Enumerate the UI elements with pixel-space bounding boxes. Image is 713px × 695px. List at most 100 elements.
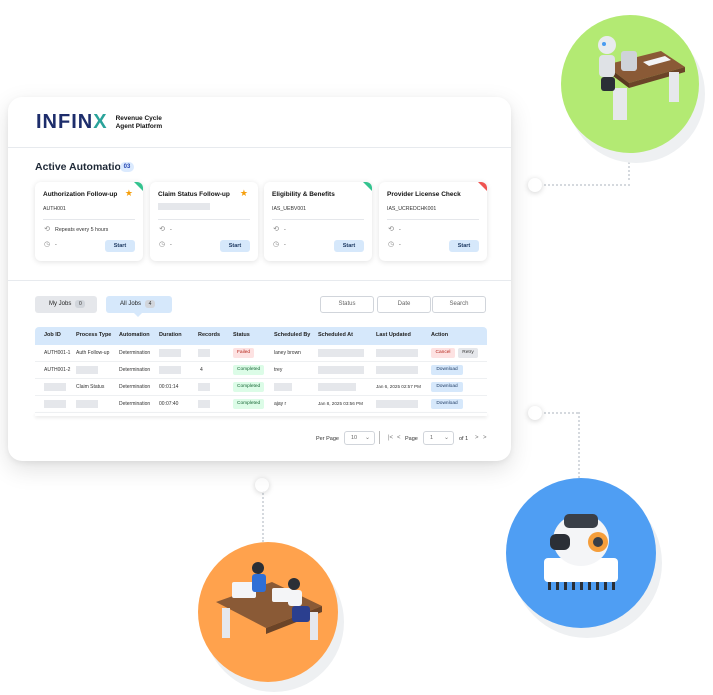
- col-duration: Duration: [159, 332, 182, 338]
- cell-job-id: AUTH001-2: [44, 367, 71, 373]
- connector-bottom: [262, 490, 264, 542]
- clock-icon: ◷: [43, 241, 51, 248]
- prev-page-icon[interactable]: <: [397, 435, 401, 441]
- card-time: ◷-: [43, 241, 57, 248]
- col-job-id: Job ID: [44, 332, 61, 338]
- cell-process: Claim Status: [76, 384, 105, 390]
- cell-duration: 00:01:14: [159, 384, 179, 390]
- date-filter[interactable]: Date: [377, 296, 431, 313]
- col-automation: Automation: [119, 332, 150, 338]
- cell-placeholder: [376, 400, 418, 408]
- cell-placeholder: [159, 366, 181, 374]
- automation-count-badge: 03: [120, 162, 134, 172]
- col-process-type: Process Type: [76, 332, 112, 338]
- last-page-icon[interactable]: >: [483, 435, 487, 441]
- cell-placeholder: [44, 400, 66, 408]
- connector-mid-h: [540, 412, 578, 414]
- card-id: IAS_UEBV001: [272, 206, 307, 212]
- per-page-select[interactable]: 10⌄: [344, 431, 375, 445]
- cell-placeholder: [44, 383, 66, 391]
- tab-count: 4: [145, 300, 156, 308]
- first-page-icon[interactable]: |<: [388, 435, 394, 441]
- team-desk-illustration: [198, 542, 338, 682]
- download-button[interactable]: Download: [431, 365, 463, 375]
- card-schedule: ⟲-: [388, 226, 401, 233]
- page-select[interactable]: 1⌄: [423, 431, 454, 445]
- start-button[interactable]: Start: [334, 240, 364, 252]
- section-divider: [8, 280, 511, 281]
- card-schedule: ⟲Repeats every 5 hours: [44, 226, 109, 233]
- automation-card-claim[interactable]: ★ Claim Status Follow-up ⟲- ◷- Start: [150, 182, 258, 261]
- search-input[interactable]: Search: [432, 296, 486, 313]
- cell-placeholder: [159, 349, 181, 357]
- col-action: Action: [431, 332, 449, 338]
- card-title: Claim Status Follow-up: [158, 191, 230, 198]
- cell-automation: Determination: [119, 350, 151, 356]
- status-corner: [478, 182, 487, 191]
- repeat-icon: ⟲: [159, 226, 165, 233]
- cell-placeholder: [198, 383, 210, 391]
- repeat-icon: ⟲: [44, 226, 50, 233]
- card-title: Eligibility & Benefits: [272, 191, 335, 198]
- status-corner: [363, 182, 372, 191]
- card-schedule: ⟲-: [159, 226, 172, 233]
- automation-card-auth[interactable]: ★ Authorization Follow-up AUTH001 ⟲Repea…: [35, 182, 143, 261]
- retry-button[interactable]: Retry: [458, 348, 478, 358]
- cell-process: Auth Follow-up: [76, 350, 110, 356]
- cell-placeholder: [76, 366, 98, 374]
- card-id-placeholder: [158, 203, 210, 210]
- clock-icon: ◷: [158, 241, 166, 248]
- connector-top-h: [540, 184, 630, 186]
- start-button[interactable]: Start: [449, 240, 479, 252]
- cell-placeholder: [274, 383, 292, 391]
- col-records: Records: [198, 332, 221, 338]
- status-badge: Completed: [233, 399, 265, 409]
- next-page-icon[interactable]: >: [475, 435, 479, 441]
- per-page-label: Per Page: [316, 436, 339, 442]
- tab-count: 0: [75, 300, 86, 308]
- cancel-button[interactable]: Cancel: [431, 348, 455, 358]
- cell-job-id: AUTH001-1: [44, 350, 71, 356]
- repeat-icon: ⟲: [273, 226, 279, 233]
- download-button[interactable]: Download: [431, 382, 463, 392]
- download-button[interactable]: Download: [431, 399, 463, 409]
- cell-placeholder: [376, 349, 418, 357]
- status-filter[interactable]: Status: [320, 296, 374, 313]
- cell-scheduled-by: laney brown: [274, 350, 301, 356]
- table-row: Claim Status Determination 00:01:14 Comp…: [35, 379, 487, 396]
- star-icon[interactable]: ★: [239, 188, 248, 198]
- dashboard-panel: INFINX Revenue Cycle Agent Platform Acti…: [8, 97, 511, 461]
- cell-automation: Determination: [119, 401, 151, 407]
- active-automation-title: Active Automation: [35, 161, 128, 173]
- cell-duration: 00:07:40: [159, 401, 179, 407]
- connector-dot-mid: [528, 406, 542, 420]
- repeat-icon: ⟲: [388, 226, 394, 233]
- col-scheduled-at: Scheduled At: [318, 332, 353, 338]
- status-corner: [134, 182, 143, 191]
- table-bottom-edge: [35, 412, 487, 416]
- chevron-down-icon: ⌄: [364, 435, 370, 441]
- team-desk-icon: [216, 562, 322, 640]
- card-schedule: ⟲-: [273, 226, 286, 233]
- status-badge: Completed: [233, 365, 265, 375]
- cell-scheduled-at: Jan 8, 2025 03:56 PM: [318, 401, 363, 406]
- col-status: Status: [233, 332, 250, 338]
- table-row: AUTH001-2 Determination 4 Completed trey…: [35, 362, 487, 379]
- card-id: IAS_UCREDCHK001: [387, 206, 437, 212]
- start-button[interactable]: Start: [105, 240, 135, 252]
- card-id: AUTH001: [43, 206, 66, 212]
- star-icon[interactable]: ★: [124, 188, 133, 198]
- cell-automation: Determination: [119, 384, 151, 390]
- connector-top: [628, 150, 630, 180]
- robot-desk-illustration: [561, 15, 699, 153]
- cell-placeholder: [318, 383, 356, 391]
- status-badge: Completed: [233, 382, 265, 392]
- cell-placeholder: [76, 400, 98, 408]
- automation-card-license[interactable]: Provider License Check IAS_UCREDCHK001 ⟲…: [379, 182, 487, 261]
- automation-card-eligibility[interactable]: Eligibility & Benefits IAS_UEBV001 ⟲- ◷-…: [264, 182, 372, 261]
- card-title: Authorization Follow-up: [43, 191, 118, 198]
- start-button[interactable]: Start: [220, 240, 250, 252]
- card-time: ◷-: [158, 241, 172, 248]
